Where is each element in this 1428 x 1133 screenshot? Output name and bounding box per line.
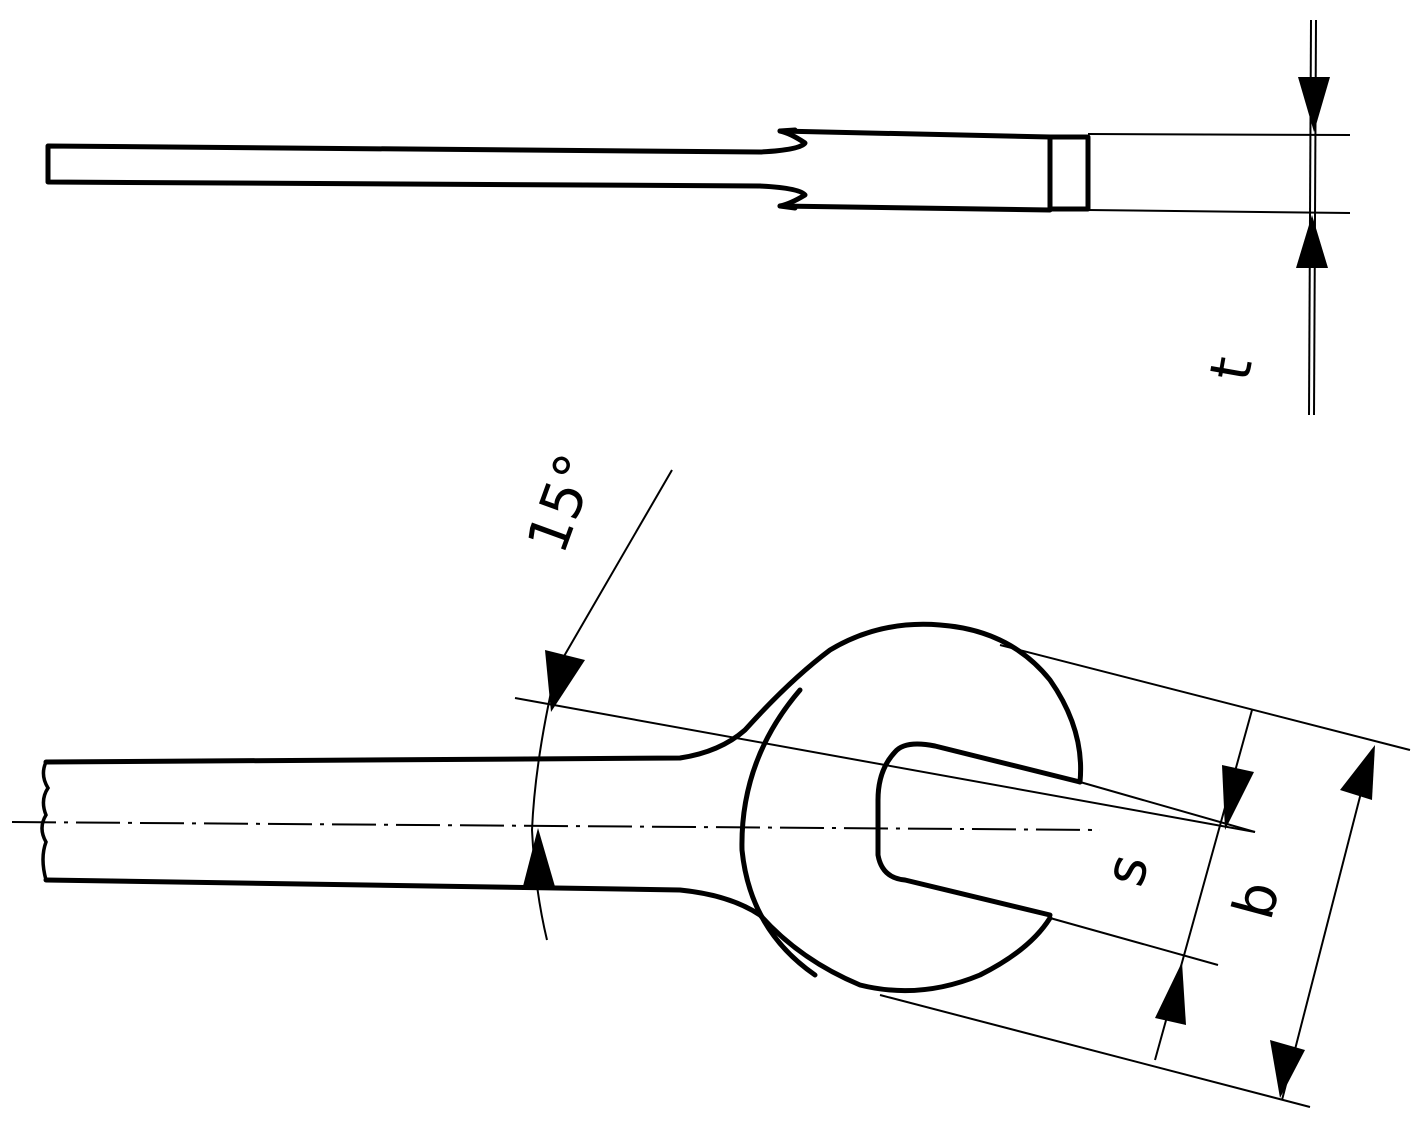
top-head-boss [739,687,818,978]
t-extension-bottom [1087,209,1351,214]
t-arrow-top [1298,77,1330,132]
s-arrow-bottom [1155,962,1186,1025]
b-extension-top [999,644,1411,751]
angle-label: 15° [515,446,610,562]
thickness-label: t [1198,352,1266,385]
t-extension-top [1087,133,1351,136]
top-handle-break-line [40,760,51,882]
angle-arrow-top [545,650,585,712]
top-handle-outline [43,621,1084,994]
wrench-top-view: 15° s b [11,446,1411,1108]
side-neck-flare [757,127,808,211]
b-dimension-line [1281,749,1373,1101]
angle-dimension-line [555,469,673,671]
side-jaw-slot [1047,134,1091,212]
b-arrow-top [1340,745,1375,800]
top-jaw-opening [875,741,1083,918]
angle-arc [530,669,557,941]
t-arrow-bottom [1296,215,1328,268]
head-width-label: b [1221,875,1293,926]
s-arrow-top [1222,765,1254,830]
angle-arrow-bottom [522,828,556,890]
b-arrow-bottom [1270,1040,1305,1098]
angle-reference-line [514,697,1256,833]
side-handle-outline [45,143,763,189]
s-extension-bottom [1049,917,1219,966]
jaw-width-label: s [1092,848,1162,893]
b-extension-bottom [879,994,1311,1108]
top-center-line [11,821,1101,831]
side-head-outline [777,128,1053,213]
wrench-side-view: t [45,19,1351,416]
